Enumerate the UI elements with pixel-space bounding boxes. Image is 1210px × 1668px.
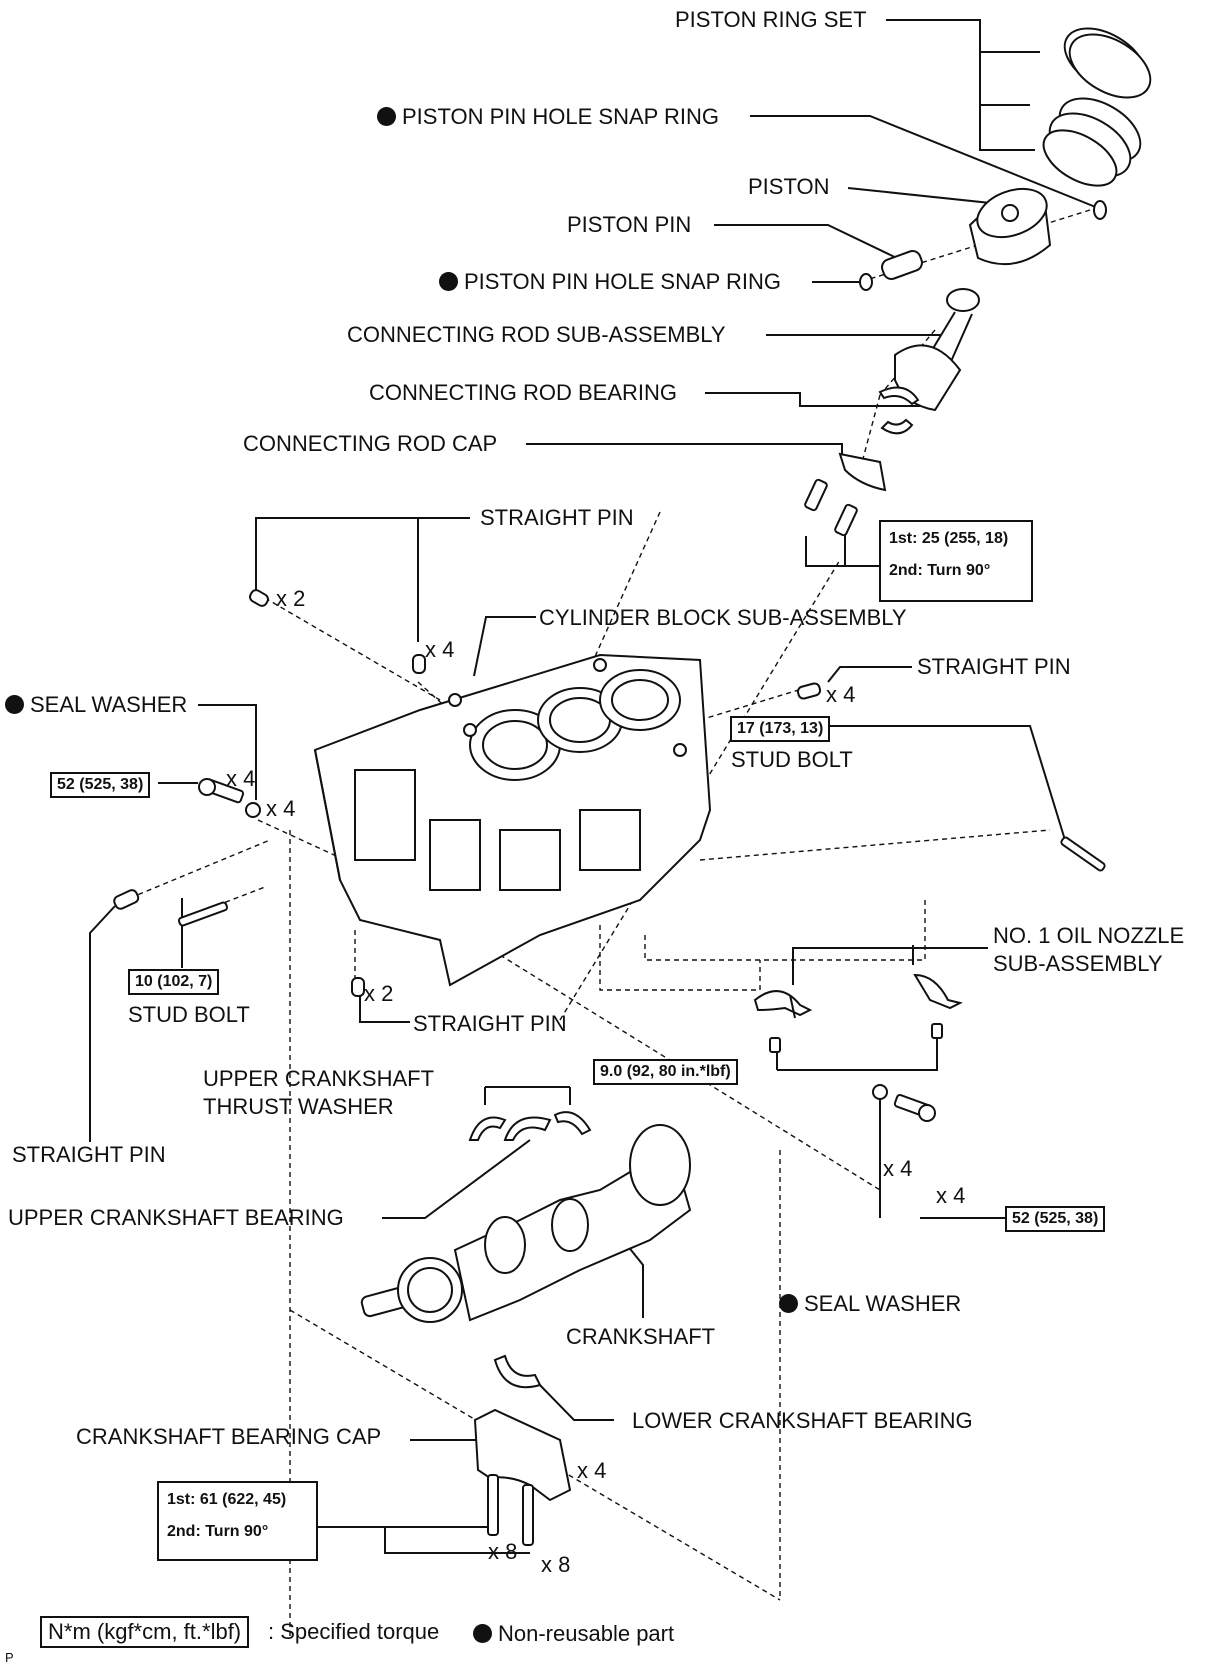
seal-washer-left-text: SEAL WASHER [30,692,188,717]
label-piston-pin: PISTON PIN [567,212,692,237]
cylinder-block-icon [313,653,712,987]
qty-cap: x 4 [577,1458,607,1483]
label-thrust-washer-2: THRUST WASHER [203,1094,394,1119]
connecting-rod-bearing-icon [878,386,920,435]
bolt-icon [198,778,936,1122]
qty-pin-top-mid: x 4 [425,637,455,662]
qty-cap-bolt-a: x 8 [488,1539,518,1564]
leader-lines [89,19,1099,1554]
qty-pin-mid: x 2 [364,981,394,1006]
legend-nonreusable: Non-reusable part [473,1622,674,1646]
torque-box-oil-nozzle: 9.0 (92, 80 in.*lbf) [593,1059,738,1085]
upper-crankshaft-thrust-washer-icon [468,1111,592,1141]
torque-cap-2nd: 2nd: Turn 90° [167,1523,269,1540]
nonreusable-dot-icon [473,1624,492,1643]
torque-box-stud-right: 17 (173, 13) [730,716,831,742]
label-stud-bolt-left: STUD BOLT [128,1002,250,1027]
label-crank-bearing-cap: CRANKSHAFT BEARING CAP [76,1424,382,1449]
label-piston: PISTON [748,174,830,199]
seal-washer-right-text: SEAL WASHER [804,1291,962,1316]
label-thrust-washer-1: UPPER CRANKSHAFT [203,1066,435,1091]
legend-torque-box: N*m (kgf*cm, ft.*lbf) [40,1616,250,1648]
label-straight-pin-mid: STRAIGHT PIN [413,1011,567,1036]
oil-nozzle-icon [753,973,963,1053]
label-crankshaft: CRANKSHAFT [566,1324,716,1349]
nonreusable-dot-icon [5,695,24,714]
footer-code: P [5,1650,14,1665]
nonreusable-dot-icon [779,1294,798,1313]
qty-bolt-left: x 4 [226,766,256,791]
torque-box-stud-left: 10 (102, 7) [128,969,220,995]
torque-cap-1st: 1st: 61 (622, 45) [167,1491,287,1508]
upper-crankshaft-bearing-icon [503,1116,552,1141]
label-straight-pin-right: STRAIGHT PIN [917,654,1071,679]
label-snap-ring-top: PISTON PIN HOLE SNAP RING [377,105,719,129]
label-cylinder-block: CYLINDER BLOCK SUB-ASSEMBLY [539,605,907,630]
label-straight-pin-top: STRAIGHT PIN [480,505,634,530]
nonreusable-dot-icon [439,272,458,291]
label-upper-crank-bearing: UPPER CRANKSHAFT BEARING [8,1205,344,1230]
connecting-rod-cap-icon [804,452,887,537]
stud-bolt-icon [177,836,1106,927]
torque-conrod-1st: 1st: 25 (255, 18) [889,530,1009,547]
piston-pin-icon [881,250,923,280]
qty-cap-bolt-b: x 8 [541,1552,571,1577]
label-piston-ring-set: PISTON RING SET [675,7,867,32]
label-straight-pin-left: STRAIGHT PIN [12,1142,166,1167]
label-seal-washer-right: SEAL WASHER [779,1292,961,1316]
label-seal-washer-left: SEAL WASHER [5,693,187,717]
piston-icon [968,187,1052,266]
label-snap-ring-bottom: PISTON PIN HOLE SNAP RING [439,270,781,294]
torque-box-conrod: 1st: 25 (255, 18) 2nd: Turn 90° [879,520,1033,602]
legend-nonreusable-text: Non-reusable part [498,1621,675,1646]
label-stud-bolt-right: STUD BOLT [731,747,853,772]
qty-pin-top-left: x 2 [276,586,306,611]
lower-crankshaft-bearing-icon [493,1354,542,1389]
crankshaft-icon [360,1124,692,1323]
qty-pin-right: x 4 [826,682,856,707]
label-conrod-bearing: CONNECTING ROD BEARING [369,380,678,405]
snap-ring-bottom-text: PISTON PIN HOLE SNAP RING [464,269,782,294]
snap-ring-icon [859,200,1107,291]
label-oil-nozzle-1: NO. 1 OIL NOZZLE [993,923,1185,948]
qty-washer-left: x 4 [266,796,296,821]
torque-box-seal-left: 52 (525, 38) [50,772,151,798]
label-oil-nozzle-2: SUB-ASSEMBLY [993,951,1163,976]
torque-conrod-2nd: 2nd: Turn 90° [889,562,991,579]
qty-bolt-right: x 4 [936,1183,966,1208]
legend-torque-desc: : Specified torque [268,1619,440,1644]
piston-ring-set-icon [1042,27,1152,187]
nonreusable-dot-icon [377,107,396,126]
crankshaft-bearing-cap-icon [473,1408,572,1546]
straight-pin-icon [113,589,822,997]
qty-washer-right: x 4 [883,1156,913,1181]
torque-box-seal-right: 52 (525, 38) [1005,1206,1106,1232]
snap-ring-top-text: PISTON PIN HOLE SNAP RING [402,104,720,129]
label-conrod-subassy: CONNECTING ROD SUB-ASSEMBLY [347,322,726,347]
label-conrod-cap: CONNECTING ROD CAP [243,431,498,456]
label-lower-crank-bearing: LOWER CRANKSHAFT BEARING [632,1408,973,1433]
torque-box-cap: 1st: 61 (622, 45) 2nd: Turn 90° [157,1481,318,1561]
